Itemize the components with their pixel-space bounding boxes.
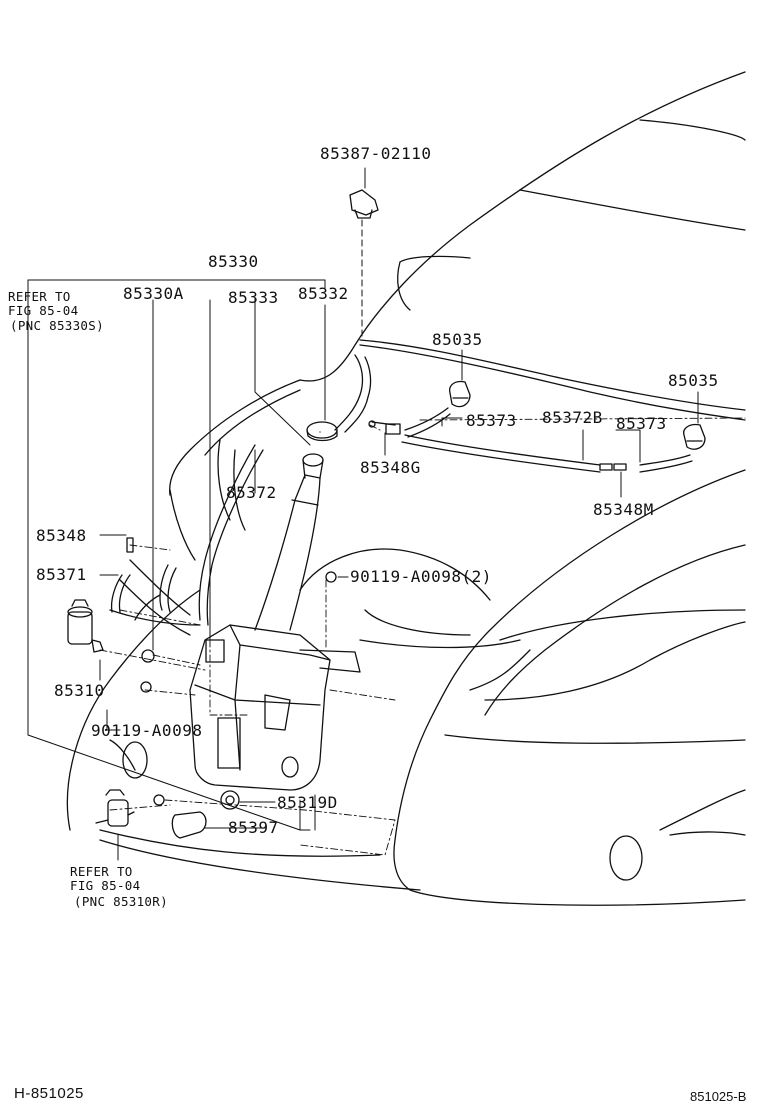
washer-reservoir-tank — [189, 421, 361, 791]
part-label-85330: 85330 — [208, 252, 259, 271]
washer-pump-motor-front — [67, 599, 104, 653]
washer-pump-motor-rear — [95, 789, 135, 827]
part-label-85372: 85372 — [226, 483, 277, 502]
part-label-85035-left: 85035 — [432, 330, 483, 349]
leader-lines — [27, 167, 699, 861]
part-label-85371: 85371 — [36, 565, 87, 584]
part-label-85397: 85397 — [228, 818, 279, 837]
refer-note-top-line1: REFER TO — [8, 289, 71, 304]
part-label-85348M: 85348M — [593, 500, 654, 519]
part-label-90119-2: 90119-A0098(2) — [350, 567, 492, 586]
part-label-85319D: 85319D — [277, 793, 338, 812]
refer-note-top-line3: (PNC 85330S) — [10, 318, 104, 333]
part-label-85035-right: 85035 — [668, 371, 719, 390]
refer-note-bottom-line3: (PNC 85310R) — [74, 894, 168, 909]
small-parts — [110, 537, 337, 839]
washer-hoses — [134, 354, 693, 626]
refer-note-bottom-line2: FIG 85-04 — [70, 878, 141, 893]
figure-id-left: H-851025 — [14, 1085, 84, 1102]
vehicle-body-outline — [66, 71, 746, 906]
washer-nozzle-left — [449, 380, 471, 408]
part-label-85348G: 85348G — [360, 458, 421, 477]
part-label-85348: 85348 — [36, 526, 87, 545]
part-label-85373-right: 85373 — [616, 414, 667, 433]
part-label-85373-left: 85373 — [466, 411, 517, 430]
dash-dot-lines — [99, 417, 746, 856]
refer-note-bottom-line1: REFER TO — [70, 864, 133, 879]
part-label-85332: 85332 — [298, 284, 349, 303]
part-label-85387: 85387-02110 — [320, 144, 432, 163]
part-label-85330A: 85330A — [123, 284, 184, 303]
part-label-85310: 85310 — [54, 681, 105, 700]
refer-note-top-line2: FIG 85-04 — [8, 303, 79, 318]
part-label-85372B: 85372B — [542, 408, 603, 427]
washer-nozzle-right — [683, 423, 706, 450]
part-label-85333: 85333 — [228, 288, 279, 307]
figure-id-right: 851025-B — [690, 1089, 747, 1104]
part-label-90119: 90119-A0098 — [91, 721, 203, 740]
clip-part — [349, 189, 379, 219]
